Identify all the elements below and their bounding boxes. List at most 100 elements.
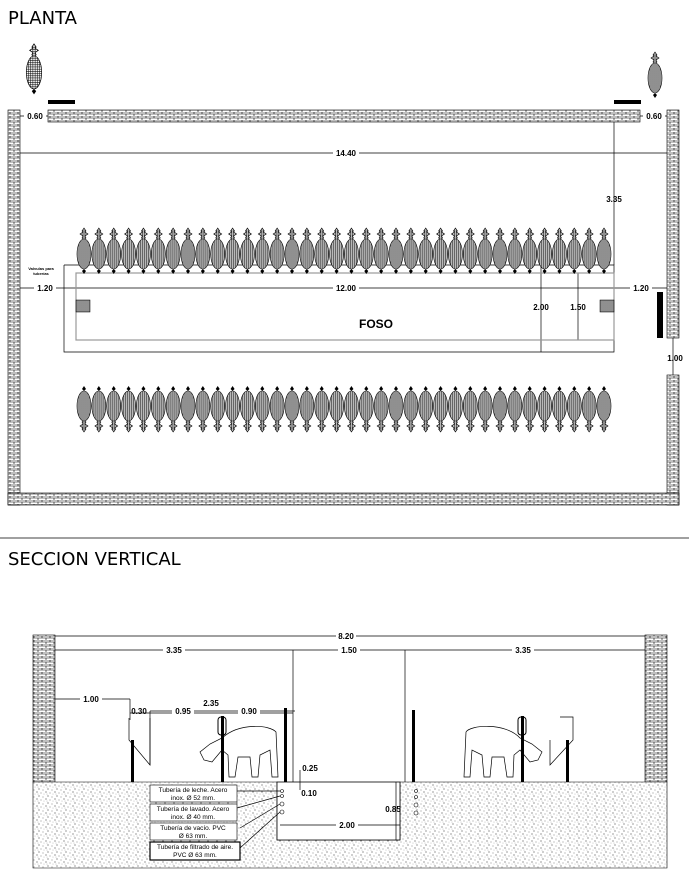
section-wall-left bbox=[32, 634, 56, 783]
cow-icon bbox=[150, 385, 166, 433]
cow-icon bbox=[343, 227, 359, 275]
top-wall bbox=[47, 109, 641, 123]
cow-icon bbox=[507, 227, 523, 275]
right-wall-upper bbox=[666, 109, 680, 339]
svg-text:inox. Ø 52 mm.: inox. Ø 52 mm. bbox=[171, 795, 215, 802]
cow-icon bbox=[284, 227, 300, 275]
left-wall bbox=[7, 109, 21, 506]
cow-icon bbox=[135, 227, 151, 275]
sec-dim-rail: 0.90 bbox=[241, 707, 257, 716]
cow-icon bbox=[596, 385, 612, 433]
cow-icon bbox=[403, 227, 419, 275]
cow-icon bbox=[596, 227, 612, 275]
cow-icon bbox=[462, 385, 478, 433]
cow-icon bbox=[329, 227, 345, 275]
cow-icon bbox=[477, 227, 493, 275]
cow-icon bbox=[388, 385, 404, 433]
sec-dim-feeder: 0.30 bbox=[131, 707, 147, 716]
dim-wall-left: 0.60 bbox=[27, 112, 43, 121]
pit-label: FOSO bbox=[359, 317, 393, 331]
sec-dim-feeder-offset: 1.00 bbox=[83, 695, 99, 704]
corner-cow-icon-right bbox=[647, 51, 663, 99]
pipe-label-milk: Tubería de leche. Acero inox. Ø 52 mm. bbox=[149, 784, 238, 803]
cow-icon bbox=[121, 385, 137, 433]
dim-total-length: 14.40 bbox=[336, 149, 357, 158]
valve-block-right bbox=[599, 299, 615, 313]
sec-dim-pit-bottom: 2.00 bbox=[339, 821, 355, 830]
svg-text:PVC Ø 63 mm.: PVC Ø 63 mm. bbox=[173, 852, 217, 859]
cow-icon bbox=[284, 385, 300, 433]
sec-dim-cow-body: 0.95 bbox=[175, 707, 191, 716]
sec-dim-left-stall: 3.35 bbox=[166, 646, 182, 655]
cow-icon bbox=[165, 227, 181, 275]
dim-side-left: 1.20 bbox=[37, 284, 53, 293]
cow-icon bbox=[269, 227, 285, 275]
sec-dim-stall-length: 2.35 bbox=[203, 699, 219, 708]
cow-icon bbox=[492, 227, 508, 275]
cow-icon bbox=[403, 385, 419, 433]
cow-icon bbox=[254, 385, 270, 433]
cow-icon bbox=[106, 385, 122, 433]
cow-icon bbox=[358, 385, 374, 433]
cow-icon bbox=[106, 227, 122, 275]
cow-icon bbox=[299, 227, 315, 275]
dim-pit-length: 12.00 bbox=[336, 284, 357, 293]
cow-icon bbox=[314, 227, 330, 275]
cow-icon bbox=[418, 227, 434, 275]
right-wall-lower bbox=[666, 374, 680, 506]
cow-icon bbox=[477, 385, 493, 433]
cow-icon bbox=[581, 385, 597, 433]
cow-icon bbox=[551, 385, 567, 433]
cow-icon bbox=[225, 227, 241, 275]
svg-text:Ø 63 mm.: Ø 63 mm. bbox=[179, 833, 208, 840]
cow-icon bbox=[507, 385, 523, 433]
cow-icon bbox=[91, 227, 107, 275]
cow-icon bbox=[314, 385, 330, 433]
svg-text:Tubería de vacío. PVC: Tubería de vacío. PVC bbox=[160, 825, 226, 832]
cow-icon bbox=[388, 227, 404, 275]
door-marker-right bbox=[614, 100, 641, 104]
dim-pit-width: 1.50 bbox=[570, 303, 586, 312]
cow-icon bbox=[225, 385, 241, 433]
cow-icon bbox=[254, 227, 270, 275]
sec-dim-step: 0.25 bbox=[302, 764, 318, 773]
section-wall-right bbox=[644, 634, 668, 783]
cow-icon bbox=[299, 385, 315, 433]
cow-icon bbox=[447, 385, 463, 433]
valve-label-line2: tuberías bbox=[33, 271, 49, 276]
cow-icon bbox=[329, 385, 345, 433]
cow-icon bbox=[135, 385, 151, 433]
cow-icon bbox=[195, 385, 211, 433]
cow-icon bbox=[373, 385, 389, 433]
sec-dim-pit-top: 1.50 bbox=[341, 646, 357, 655]
sec-dim-total: 8.20 bbox=[338, 632, 354, 641]
cow-icon bbox=[537, 227, 553, 275]
svg-text:Tubería de lavado. Acero: Tubería de lavado. Acero bbox=[157, 806, 230, 813]
cow-row-upper bbox=[76, 227, 612, 275]
pit-section bbox=[276, 781, 401, 841]
cow-icon bbox=[433, 227, 449, 275]
door-bar bbox=[657, 292, 663, 338]
dim-side-right: 1.20 bbox=[633, 284, 649, 293]
cow-icon bbox=[447, 227, 463, 275]
cow-icon bbox=[566, 227, 582, 275]
svg-text:Tubería de leche. Acero: Tubería de leche. Acero bbox=[159, 787, 228, 794]
cow-icon bbox=[551, 227, 567, 275]
corner-cow-icon-left bbox=[25, 43, 43, 95]
cow-icon bbox=[180, 385, 196, 433]
cow-icon bbox=[121, 227, 137, 275]
sec-dim-right-stall: 3.35 bbox=[515, 646, 531, 655]
pipe-label-vacuum: Tubería de vacío. PVC Ø 63 mm. bbox=[149, 822, 238, 841]
cow-icon bbox=[210, 385, 226, 433]
cow-icon bbox=[150, 227, 166, 275]
dim-outer-width: 2.00 bbox=[533, 303, 549, 312]
cow-icon bbox=[462, 227, 478, 275]
sec-dim-pit-depth: 0.85 bbox=[385, 805, 401, 814]
cow-icon bbox=[373, 227, 389, 275]
door-marker-left bbox=[48, 100, 75, 104]
cow-icon bbox=[581, 227, 597, 275]
svg-text:inox. Ø 40 mm.: inox. Ø 40 mm. bbox=[171, 814, 215, 821]
cow-icon bbox=[537, 385, 553, 433]
cow-icon bbox=[522, 227, 538, 275]
